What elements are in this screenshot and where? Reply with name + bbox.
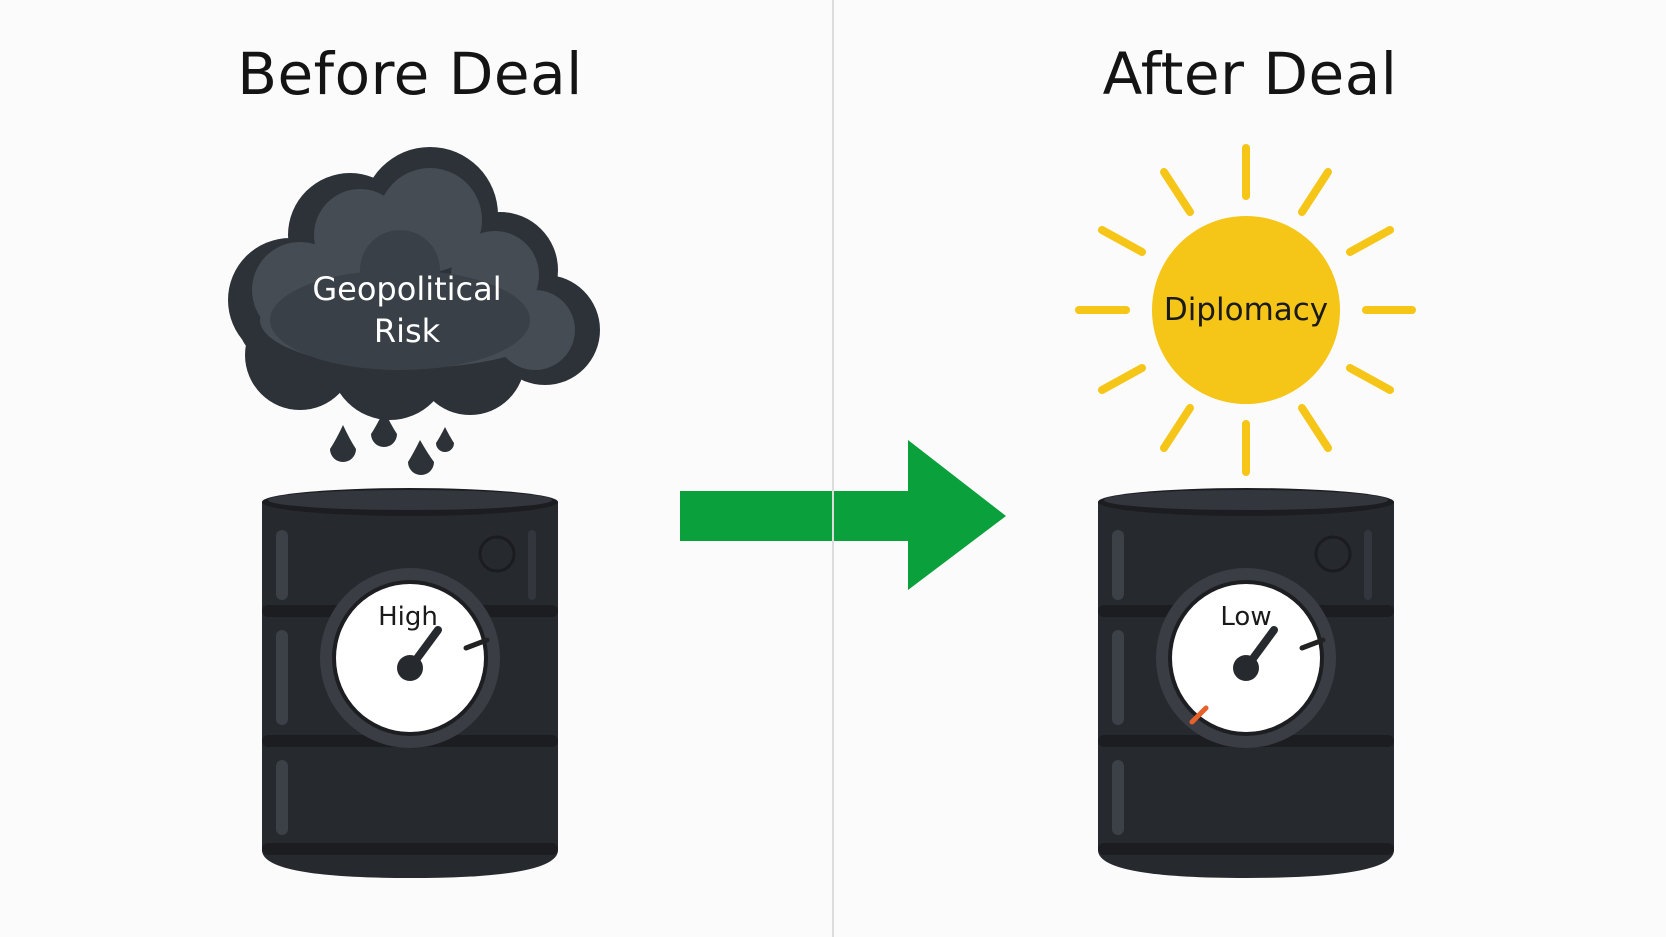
after-panel: After Deal Diplomacy — [834, 0, 1666, 937]
cloud-label-line1: Geopolitical — [312, 270, 501, 308]
oil-drops — [330, 410, 454, 475]
gauge-icon: Low — [1156, 568, 1336, 748]
before-title: Before Deal — [237, 40, 583, 108]
before-scene: Geopolitical Risk — [228, 147, 832, 878]
arrow-right-icon — [834, 440, 1006, 590]
storm-cloud-icon: Geopolitical Risk — [228, 147, 600, 420]
oil-drop-icon — [436, 427, 454, 452]
oil-drop-icon — [371, 410, 397, 447]
sun-icon: Diplomacy — [1075, 144, 1416, 476]
after-scene: Diplomacy Low — [834, 144, 1416, 878]
before-panel: Before Deal — [0, 0, 832, 937]
gauge-label-high: High — [378, 602, 438, 632]
gauge-icon: High — [320, 568, 500, 748]
panel-divider — [832, 0, 834, 937]
sun-label: Diplomacy — [1164, 292, 1328, 328]
cloud-label-line2: Risk — [374, 312, 441, 350]
after-title: After Deal — [1102, 40, 1398, 108]
gauge-label-low: Low — [1220, 602, 1271, 632]
arrow-right-icon — [680, 491, 832, 541]
oil-drop-icon — [408, 440, 434, 475]
oil-drop-icon — [330, 425, 356, 462]
